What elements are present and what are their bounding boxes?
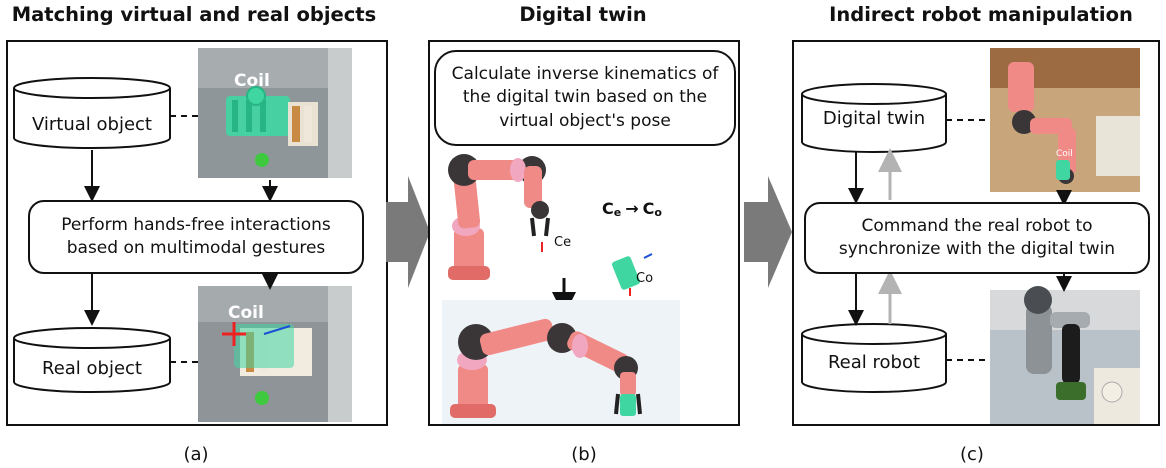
target-object xyxy=(612,253,653,296)
virtual-object-label: Virtual object xyxy=(31,114,152,135)
object-frame-label: Co xyxy=(636,271,653,286)
marker-green-bottom xyxy=(255,391,269,405)
heading-matching: Matching virtual and real objects xyxy=(11,3,377,26)
digital-twin-robot-solved xyxy=(442,300,680,424)
virtual-object-image: Coil xyxy=(198,48,352,178)
digital-twin-node xyxy=(801,83,947,153)
real-robot-label: Real robot xyxy=(827,352,921,373)
coil-label-bottom: Coil xyxy=(228,303,264,323)
caption-a: (a) xyxy=(183,444,209,465)
panel-c-graphics: Coil xyxy=(801,48,1140,424)
interaction-box: Perform hands-free interactions based on… xyxy=(28,200,364,274)
transform-label: Ce→Co xyxy=(602,199,662,219)
heading-indirect-manipulation: Indirect robot manipulation xyxy=(829,3,1133,26)
panel-a-graphics: Coil Coil xyxy=(13,48,352,422)
marker-green-top xyxy=(255,153,269,167)
real-robot-photo xyxy=(990,286,1140,424)
coil-label-top: Coil xyxy=(234,71,270,91)
panel-b: Calculate inverse kinematics of the digi… xyxy=(428,40,740,426)
real-object-label: Real object xyxy=(42,358,142,379)
real-object-node xyxy=(13,327,171,393)
command-box: Command the real robot to synchronize wi… xyxy=(804,202,1150,274)
real-robot-node xyxy=(801,323,947,393)
big-arrow-a-to-b xyxy=(386,176,430,288)
big-arrow-b-to-c xyxy=(744,176,792,288)
virtual-object-node xyxy=(13,77,171,149)
panel-b-graphics: Ce→Co Ce Co xyxy=(442,154,680,424)
end-effector-frame-label: Ce xyxy=(554,235,571,250)
caption-c: (c) xyxy=(960,444,984,465)
heading-digital-twin: Digital twin xyxy=(519,3,647,26)
digital-twin-robot-initial xyxy=(448,154,550,280)
coil-label-c: Coil xyxy=(1056,149,1073,159)
panel-a: Coil Coil xyxy=(6,40,388,426)
real-object-image: Coil xyxy=(198,286,352,422)
digital-twin-photo: Coil xyxy=(990,48,1140,192)
caption-b: (b) xyxy=(571,444,597,465)
digital-twin-label: Digital twin xyxy=(822,108,926,129)
inverse-kinematics-box: Calculate inverse kinematics of the digi… xyxy=(434,50,736,146)
panel-c: Coil Digi xyxy=(792,40,1160,426)
